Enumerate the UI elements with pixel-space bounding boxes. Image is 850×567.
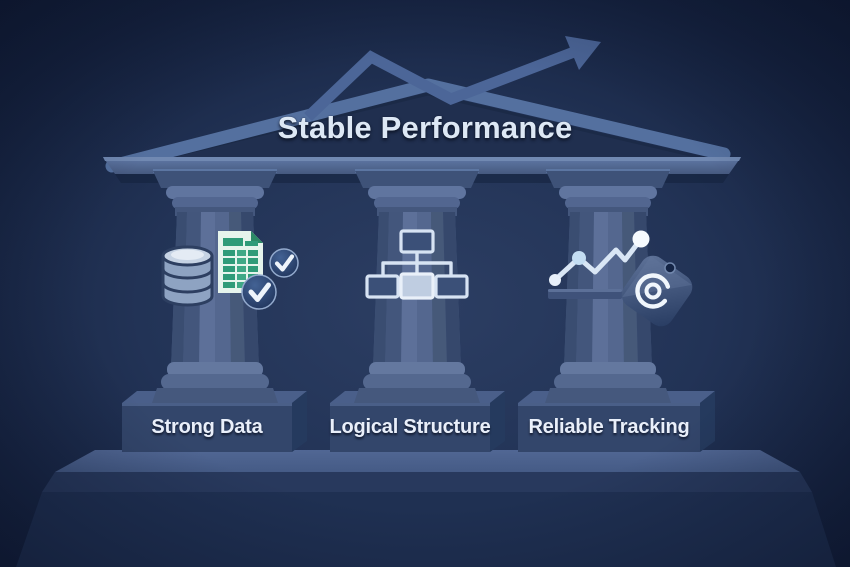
temple-illustration — [0, 0, 850, 567]
illustration-canvas: Stable Performance Strong Data Logical S… — [0, 0, 850, 567]
vignette-overlay — [0, 0, 850, 567]
